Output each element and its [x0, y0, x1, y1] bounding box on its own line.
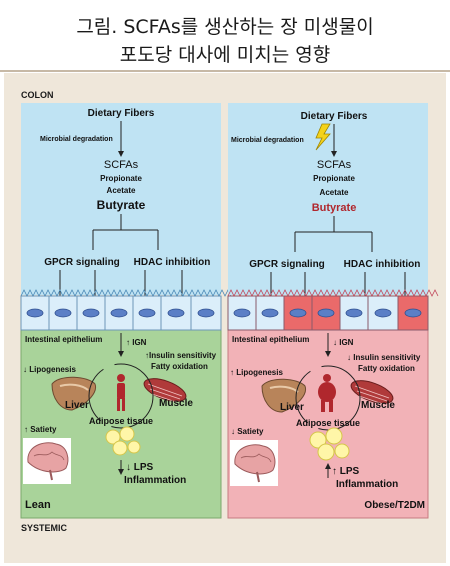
- obese-body-icon: [318, 374, 336, 412]
- systemic-label: SYSTEMIC: [21, 523, 68, 533]
- lean-microbial-degradation: Microbial degradation: [40, 136, 113, 143]
- obese-systemic-area: [227, 329, 429, 519]
- nucleus: [54, 308, 72, 318]
- nucleus: [110, 308, 128, 318]
- lean-gpcr: GPCR signaling: [44, 257, 120, 268]
- colon-label: COLON: [21, 90, 54, 100]
- lean-panel: Dietary Fibers Microbial degradation SCF…: [20, 103, 232, 519]
- nucleus: [317, 308, 335, 318]
- lean-brain-icon: [23, 438, 71, 484]
- obese-butyrate: Butyrate: [312, 202, 357, 214]
- lean-lipogenesis: ↓ Lipogenesis: [23, 365, 76, 374]
- nucleus: [261, 308, 279, 318]
- lean-state-label: Lean: [25, 499, 51, 511]
- lean-ign: ↑ IGN: [126, 338, 147, 347]
- lean-butyrate: Butyrate: [97, 198, 146, 212]
- lean-cycle-ring: [88, 363, 154, 429]
- obese-panel: Dietary Fibers Microbial degradation SCF…: [227, 103, 439, 519]
- nucleus: [167, 308, 185, 318]
- lean-branch-lines: [92, 214, 159, 250]
- obese-fatty-oxidation: Fatty oxidation: [358, 364, 415, 373]
- lean-systemic-area: [20, 329, 222, 519]
- lean-propionate: Propionate: [100, 174, 142, 183]
- lean-muscle-icon: [143, 378, 187, 403]
- nucleus: [404, 308, 422, 318]
- figure-title-line1: 그림. SCFAs를 생산하는 장 미생물이: [76, 16, 374, 38]
- obese-liver: Liver: [280, 402, 304, 413]
- lean-acetate: Acetate: [107, 186, 136, 195]
- obese-scfas: SCFAs: [317, 159, 352, 171]
- lean-dietary-fibers: Dietary Fibers: [88, 108, 155, 119]
- lean-fatty-oxidation: Fatty oxidation: [151, 362, 208, 371]
- nucleus: [82, 308, 100, 318]
- obese-insulin-sensitivity: ↓ Insulin sensitivity: [347, 353, 421, 362]
- lean-hdac: HDAC inhibition: [134, 257, 211, 268]
- figure-title-line2: 포도당 대사에 미치는 영향: [119, 44, 331, 66]
- lean-intestinal-epithelium: Intestinal epithelium: [25, 335, 102, 344]
- lean-satiety: ↑ Satiety: [24, 425, 57, 434]
- nucleus: [374, 308, 392, 318]
- obese-satiety: ↓ Satiety: [231, 427, 264, 436]
- obese-ign: ↓ IGN: [333, 338, 354, 347]
- obese-microbial-degradation: Microbial degradation: [231, 137, 304, 144]
- lean-cell-nuclei: [26, 308, 215, 318]
- obese-adipose: Adipose tissue: [296, 418, 360, 428]
- lean-adipose: Adipose tissue: [89, 416, 153, 426]
- obese-intestinal-epithelium: Intestinal epithelium: [232, 335, 309, 344]
- obese-brain-icon: [230, 440, 278, 486]
- nucleus: [26, 308, 44, 318]
- obese-adipose-icon: [309, 427, 350, 461]
- obese-branch-lines: [294, 216, 373, 252]
- lean-microvilli: [20, 289, 232, 297]
- obese-cell-nuclei: [233, 308, 422, 318]
- lightning-icon: [315, 123, 331, 151]
- nucleus: [289, 308, 307, 318]
- title-divider: [0, 70, 450, 72]
- obese-dietary-fibers: Dietary Fibers: [301, 111, 368, 122]
- obese-microvilli: [227, 289, 439, 297]
- nucleus: [233, 308, 251, 318]
- lean-scfas: SCFAs: [104, 159, 139, 171]
- lean-liver-icon: [51, 376, 97, 411]
- nucleus: [197, 308, 215, 318]
- obese-acetate: Acetate: [320, 188, 349, 197]
- lean-liver: Liver: [65, 400, 89, 411]
- obese-muscle-icon: [350, 380, 394, 405]
- lean-lps: ↓ LPS: [126, 462, 154, 473]
- lean-body-icon: [117, 374, 125, 411]
- nucleus: [138, 308, 156, 318]
- obese-hdac: HDAC inhibition: [344, 259, 421, 270]
- lean-inflammation: Inflammation: [124, 475, 186, 486]
- lean-adipose-icon: [105, 426, 141, 456]
- lean-muscle: Muscle: [159, 398, 193, 409]
- obese-state-label: Obese/T2DM: [364, 500, 425, 511]
- obese-inflammation: Inflammation: [336, 479, 398, 490]
- obese-lipogenesis: ↑ Lipogenesis: [230, 368, 283, 377]
- obese-lps: ↑ LPS: [332, 466, 360, 477]
- nucleus: [345, 308, 363, 318]
- epithelial-cell: [367, 295, 399, 331]
- obese-propionate: Propionate: [313, 174, 355, 183]
- obese-muscle: Muscle: [361, 400, 395, 411]
- obese-gpcr: GPCR signaling: [249, 259, 325, 270]
- lean-insulin-sensitivity: ↑Insulin sensitivity: [145, 351, 217, 360]
